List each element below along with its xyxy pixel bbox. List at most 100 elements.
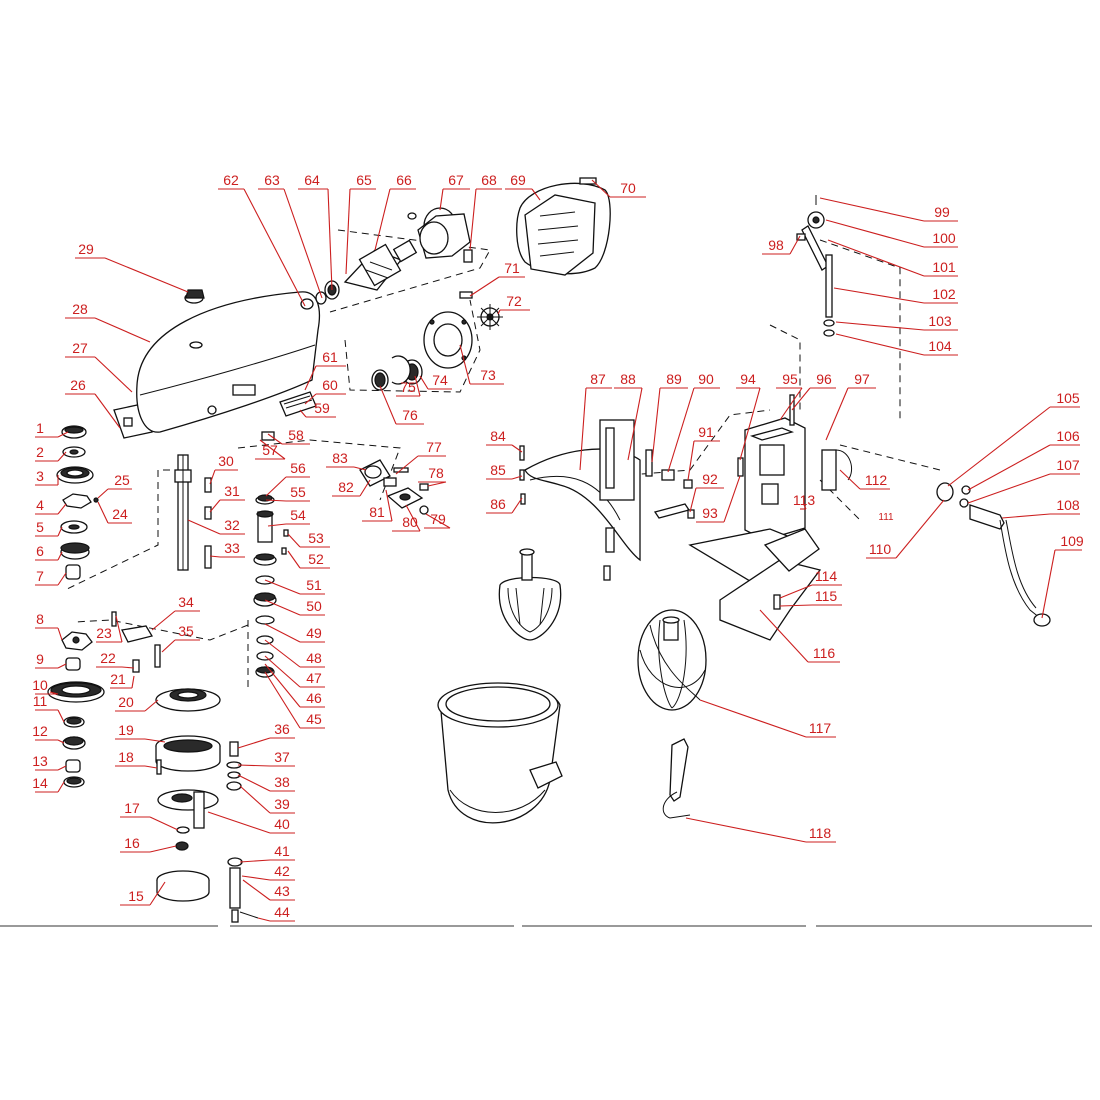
callout-number: 104 [928,338,952,354]
callout-number: 49 [306,625,322,641]
callout-17: 17 [120,800,179,831]
callout-34: 34 [151,594,200,631]
callout-leader [131,675,135,689]
callout-leader [1001,513,1051,519]
callout-number: 54 [290,507,306,523]
callout-leader [149,816,179,831]
callout-leader [57,451,67,462]
callout-leader [685,817,807,843]
left-gear-stack [47,425,105,788]
callout-104: 104 [835,333,958,356]
callout-leader [207,811,271,834]
callout-leader [469,188,477,251]
callout-number: 37 [274,749,290,765]
callout-leader [579,387,587,471]
callout-10: 10 [32,677,59,695]
callout-number: 47 [306,670,322,686]
callout-13: 13 [32,753,67,771]
callout-leader [151,610,176,631]
callout-leader [723,475,741,523]
callout-42: 42 [241,863,295,881]
callout-leader [511,444,523,453]
callout-59: 59 [299,400,336,418]
callout-number: 60 [322,377,338,393]
callout-leader [699,699,807,738]
callout-16: 16 [120,835,177,853]
callout-number: 56 [290,460,306,476]
callout-107: 107 [967,457,1080,504]
callout-number: 27 [72,340,88,356]
callout-number: 7 [36,568,44,584]
callout-labels: 1234567891011121314151617181920212223242… [32,172,1084,922]
callout-leader [395,455,419,475]
callout-leader [759,609,809,663]
callout-number: 30 [218,453,234,469]
callout-number: 2 [36,444,44,460]
callout-leader [264,671,301,729]
callout-88: 88 [614,371,643,461]
callout-number: 58 [288,427,304,443]
callout-leader [161,639,176,653]
callout-number: 103 [928,313,952,329]
callout-leader [511,497,523,514]
callout-number: 31 [224,483,240,499]
callout-54: 54 [267,507,310,527]
attachments [437,548,707,824]
callout-96: 96 [791,371,836,411]
callout-49: 49 [264,623,325,643]
callout-36: 36 [237,721,295,749]
callout-84: 84 [486,428,523,453]
callout-106: 106 [967,428,1080,491]
callout-number: 115 [815,588,838,604]
callout-109: 109 [1041,533,1084,619]
callout-number: 3 [36,468,44,484]
callout-leader [287,550,301,569]
callout-leader [425,513,451,529]
callout-number: 114 [815,568,838,584]
callout-leader [144,699,159,712]
callout-118: 118 [685,817,836,843]
callout-leader [385,489,393,522]
callout-leader [531,188,541,201]
callout-53: 53 [287,530,330,548]
callout-68: 68 [469,172,502,251]
callout-leader [947,406,1051,487]
callout-leader [57,781,65,793]
callout-33: 33 [209,540,245,558]
callout-29: 29 [75,241,189,293]
callout-101: 101 [827,239,958,277]
callout-73: 73 [459,344,504,385]
callout-leader [739,387,761,461]
callout-number: 64 [304,172,320,188]
callout-number: 98 [768,237,784,253]
callout-number: 92 [702,471,718,487]
callout-44: 44 [257,904,295,922]
callout-leader [267,523,287,527]
callout-leader [459,344,471,385]
callout-62: 62 [218,172,306,307]
callout-number: 52 [308,551,324,567]
callout-30: 30 [209,453,238,485]
callout-72: 72 [497,293,530,315]
callout-number: 68 [481,172,497,188]
callout-leader [57,663,67,669]
callout-number: 39 [274,796,290,812]
callout-number: 17 [124,800,140,816]
callout-number: 72 [506,293,522,309]
callout-number: 57 [262,442,278,458]
callout-leader [94,317,151,343]
callout-39: 39 [239,785,295,814]
callout-77: 77 [395,439,446,475]
callout-number: 9 [36,651,44,667]
callout-number: 21 [110,671,126,687]
callout-number: 14 [32,775,48,791]
callout-leader [789,235,801,255]
callout-5: 5 [35,519,63,537]
callout-number: 112 [865,472,888,488]
callout-leader [267,433,283,445]
callout-number: 50 [306,598,322,614]
callout-number: 66 [396,172,412,188]
callout-number: 118 [809,825,832,841]
callout-76: 76 [379,385,424,425]
callout-115: 115 [779,588,842,607]
